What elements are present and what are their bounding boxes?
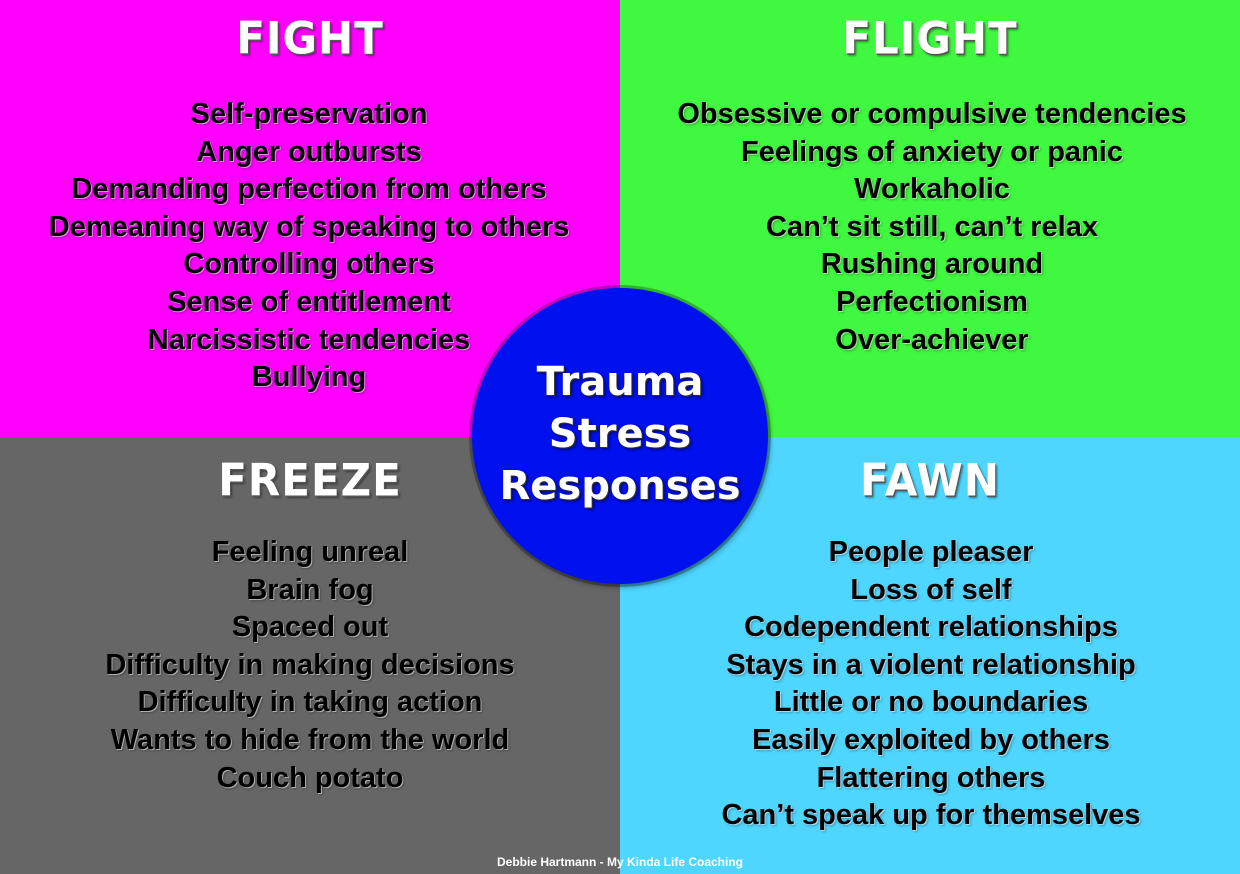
flight-item: Workaholic xyxy=(854,173,1010,206)
fight-item: Anger outbursts xyxy=(196,135,422,168)
flight-item: Perfectionism xyxy=(836,285,1028,318)
center-line-stress: Stress xyxy=(548,411,692,457)
fawn-item: Can’t speak up for themselves xyxy=(721,799,1141,832)
fight-item: Narcissistic tendencies xyxy=(147,323,471,356)
fawn-title: FAWN xyxy=(860,454,1000,507)
fawn-item: Flattering others xyxy=(816,761,1046,794)
center-line-trauma: Trauma xyxy=(536,359,704,405)
fawn-item: Stays in a violent relationship xyxy=(726,648,1136,681)
freeze-item: Difficulty in taking action xyxy=(137,686,483,719)
fight-item: Bullying xyxy=(251,361,367,394)
flight-item: Rushing around xyxy=(820,248,1044,281)
flight-item: Feelings of anxiety or panic xyxy=(741,135,1123,168)
freeze-item: Brain fog xyxy=(246,573,374,606)
fight-item: Self-preservation xyxy=(190,98,428,130)
freeze-item: Spaced out xyxy=(231,611,389,644)
fight-item: Demanding perfection from others xyxy=(71,173,547,206)
flight-item: Over-achiever xyxy=(835,323,1029,356)
freeze-item: Difficulty in making decisions xyxy=(105,648,515,681)
center-title: Trauma Stress Responses xyxy=(472,356,768,512)
fawn-item: People pleaser xyxy=(828,536,1034,568)
fawn-item: Loss of self xyxy=(850,573,1012,606)
fight-title: FIGHT xyxy=(236,12,384,65)
fawn-item: Easily exploited by others xyxy=(752,723,1110,756)
fight-item: Demeaning way of speaking to others xyxy=(48,210,570,243)
freeze-title: FREEZE xyxy=(218,454,402,507)
fight-item: Controlling others xyxy=(183,248,435,281)
freeze-item: Feeling unreal xyxy=(211,536,409,568)
flight-item: Obsessive or compulsive tendencies xyxy=(677,98,1187,130)
flight-title: FLIGHT xyxy=(842,12,1018,65)
freeze-item: Couch potato xyxy=(216,761,404,794)
fight-item: Sense of entitlement xyxy=(167,285,451,318)
flight-item: Can’t sit still, can’t relax xyxy=(766,210,1098,243)
center-line-responses: Responses xyxy=(499,463,741,509)
fawn-item: Little or no boundaries xyxy=(773,686,1089,719)
credit-text: Debbie Hartmann - My Kinda Life Coaching xyxy=(496,855,744,869)
center-circle: Trauma Stress Responses xyxy=(472,288,768,584)
freeze-item: Wants to hide from the world xyxy=(110,723,510,756)
fawn-item: Codependent relationships xyxy=(744,611,1118,644)
